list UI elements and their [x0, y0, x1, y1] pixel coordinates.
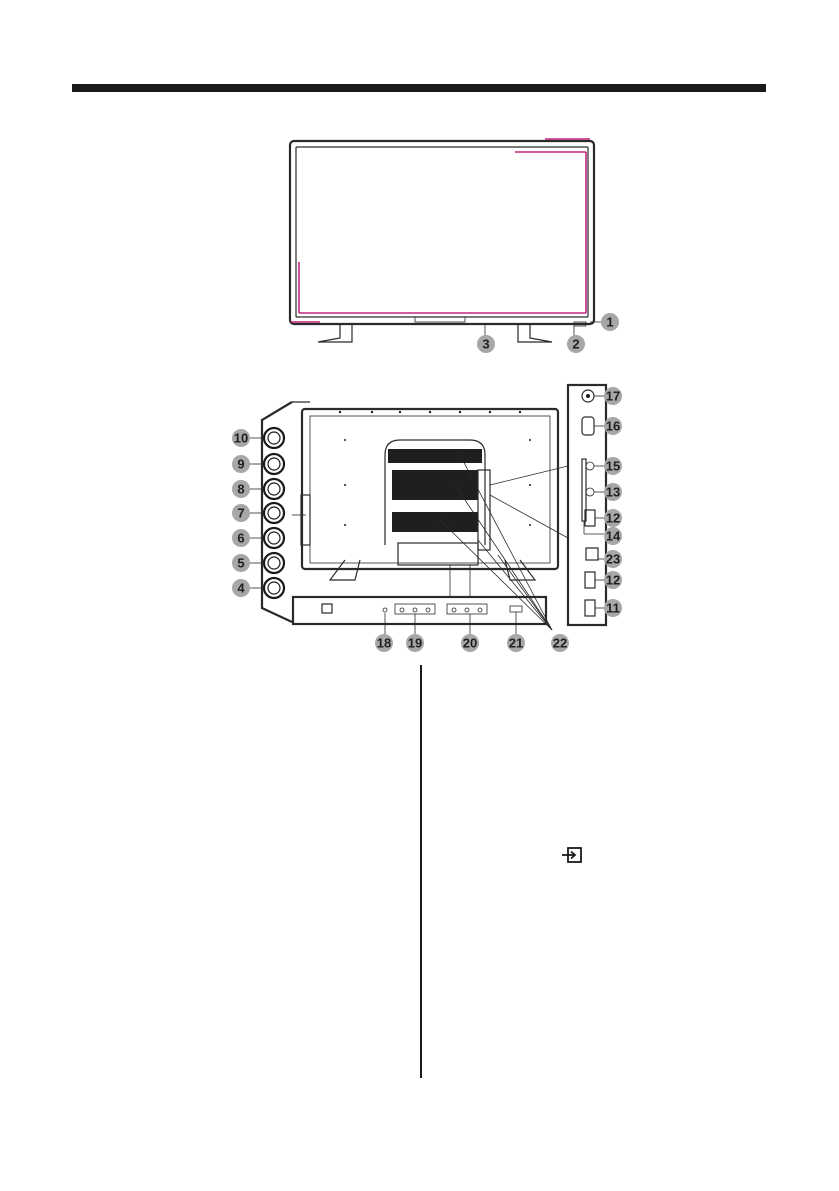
svg-text:12: 12	[606, 573, 620, 588]
svg-text:2: 2	[572, 337, 579, 352]
callout-3: 3	[477, 335, 495, 353]
callout-14: 14	[604, 527, 622, 545]
svg-text:4: 4	[237, 581, 245, 596]
tv-back-view	[300, 407, 560, 581]
svg-text:20: 20	[463, 636, 477, 651]
svg-text:8: 8	[237, 482, 244, 497]
callout-12a: 12	[604, 509, 622, 527]
callout-10: 10	[232, 429, 250, 447]
svg-text:15: 15	[606, 459, 620, 474]
callout-20: 20	[461, 634, 479, 652]
svg-text:10: 10	[234, 431, 248, 446]
svg-text:9: 9	[237, 457, 244, 472]
callout-16: 16	[604, 417, 622, 435]
callout-15: 15	[604, 457, 622, 475]
callout-19: 19	[406, 634, 424, 652]
svg-text:13: 13	[606, 485, 620, 500]
side-button-column	[262, 426, 286, 600]
callout-22: 22	[551, 634, 569, 652]
callout-9: 9	[232, 455, 250, 473]
callout-4: 4	[232, 579, 250, 597]
tv-front-view	[288, 138, 596, 343]
callout-7: 7	[232, 504, 250, 522]
svg-text:21: 21	[509, 636, 523, 651]
side-port-panel	[566, 383, 608, 627]
callout-17: 17	[604, 387, 622, 405]
input-source-icon	[562, 847, 582, 863]
callout-6: 6	[232, 529, 250, 547]
svg-text:5: 5	[237, 556, 244, 571]
svg-text:11: 11	[606, 601, 620, 616]
svg-text:3: 3	[482, 337, 489, 352]
header-rule	[72, 84, 766, 92]
svg-text:6: 6	[237, 531, 244, 546]
callout-12b: 12	[604, 571, 622, 589]
svg-text:23: 23	[606, 552, 620, 567]
callout-13: 13	[604, 483, 622, 501]
svg-text:19: 19	[408, 636, 422, 651]
callout-5: 5	[232, 554, 250, 572]
svg-text:14: 14	[606, 529, 621, 544]
svg-text:1: 1	[606, 315, 613, 330]
callout-8: 8	[232, 480, 250, 498]
bottom-port-panel	[291, 595, 548, 626]
column-divider	[420, 665, 422, 1078]
svg-text:12: 12	[606, 511, 620, 526]
callout-11: 11	[604, 599, 622, 617]
svg-text:18: 18	[377, 636, 391, 651]
svg-text:16: 16	[606, 419, 620, 434]
callout-21: 21	[507, 634, 525, 652]
callout-2: 2	[567, 335, 585, 353]
callout-18: 18	[375, 634, 393, 652]
svg-text:22: 22	[553, 636, 567, 651]
callout-1: 1	[601, 313, 619, 331]
callout-23: 23	[604, 550, 622, 568]
svg-text:7: 7	[237, 506, 244, 521]
svg-text:17: 17	[606, 389, 620, 404]
